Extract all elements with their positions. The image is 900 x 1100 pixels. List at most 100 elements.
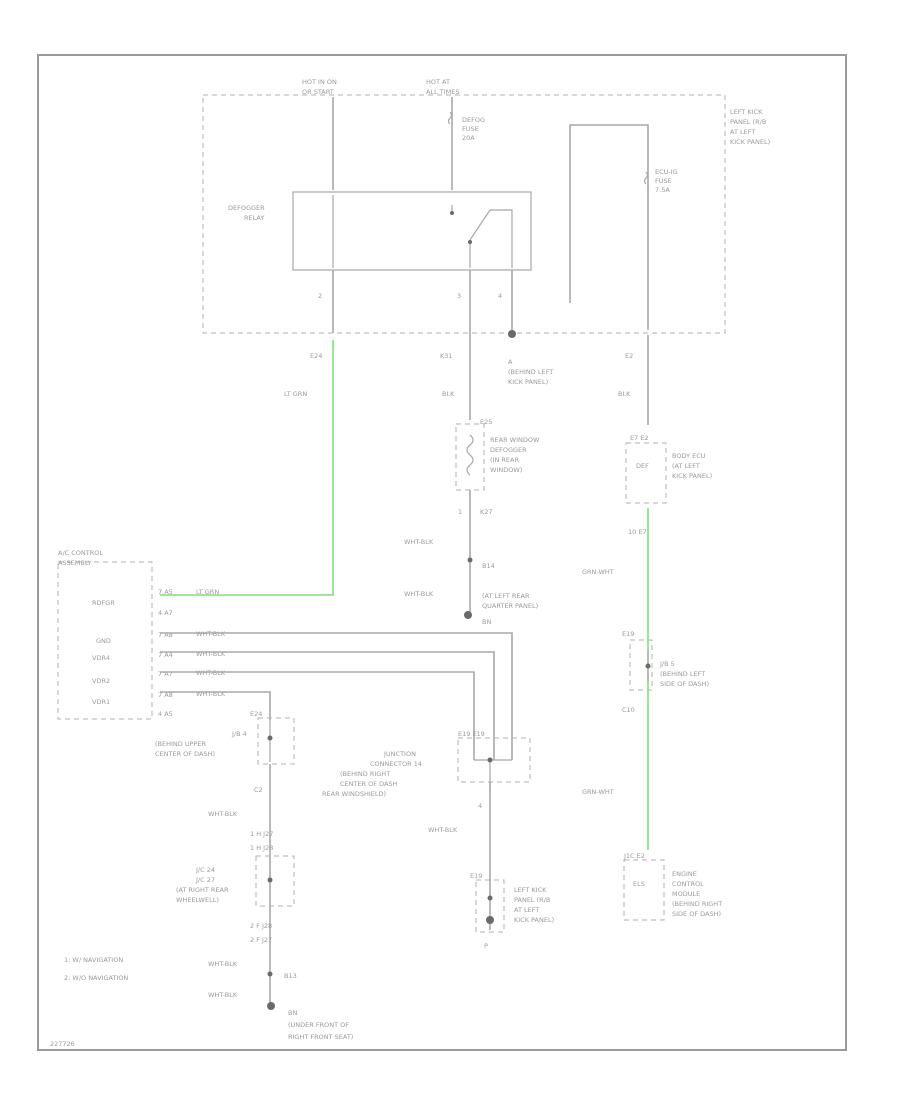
jc-row-3: 2 F J28 — [250, 922, 272, 930]
left-kick-conn: E19 — [470, 872, 482, 880]
body-ecu-inner: DEF — [636, 462, 649, 470]
jb5-dot — [645, 663, 651, 669]
rear-defogger-element — [466, 434, 474, 476]
ac-wire-vdr2: WHT-BLK — [196, 669, 226, 677]
ac-wire-vdr4: WHT-BLK — [196, 650, 226, 658]
relay-switch — [451, 205, 513, 268]
defogger-conn: E25 — [480, 418, 492, 426]
blk-label-1: BLK — [442, 390, 455, 398]
ac-sig-vdr1: VDR1 — [92, 698, 110, 706]
ecm-inner: ELS — [633, 880, 645, 888]
diagram-frame — [37, 54, 847, 1051]
ac-pin-a5: 7 A5 — [158, 588, 173, 596]
jb5-box — [629, 639, 653, 691]
splice-b13 — [267, 971, 273, 977]
junction-dot — [487, 757, 493, 763]
ground-b14-dot — [464, 611, 472, 619]
left-kick-box — [475, 879, 505, 933]
splice-b14 — [467, 557, 473, 563]
jb5-conn2: C10 — [622, 706, 635, 714]
jb4-dot — [267, 735, 273, 741]
ecm-conn: J1C E2 — [623, 852, 645, 860]
conn-e2: E2 — [625, 352, 633, 360]
lt-grn-label: LT GRN — [284, 390, 307, 398]
pin-3: 3 — [457, 292, 461, 300]
pin-4: 4 — [498, 292, 502, 300]
blk-label-2: BLK — [618, 390, 631, 398]
rear-defogger-box — [455, 423, 485, 491]
defogger-relay-box — [292, 191, 532, 271]
ac-wire-gnd: WHT-BLK — [196, 630, 226, 638]
jb5-conn: E19 — [622, 630, 634, 638]
ac-sig-vdr2: VDR2 — [92, 677, 110, 685]
ecm-box — [623, 859, 665, 921]
relay-pivot-dot — [468, 240, 472, 244]
jb4-box — [257, 717, 295, 765]
relay-contact-dot — [450, 211, 454, 215]
wire-ac-gnd — [160, 632, 513, 760]
b13-conn: B13 — [284, 972, 297, 980]
junction-pin: 4 — [478, 802, 482, 810]
b14-conn: B14 — [482, 562, 495, 570]
ac-pin-a4: 7 A4 — [158, 651, 173, 659]
grn-wht-label-2: GRN-WHT — [582, 788, 614, 796]
ac-control-box — [57, 561, 153, 720]
left-kick-dot-1 — [487, 895, 493, 901]
wht-blk-label-2: WHT-BLK — [404, 590, 434, 598]
ac-wire-vdr1: WHT-BLK — [196, 690, 226, 698]
conn-k31: K31 — [440, 352, 453, 360]
body-ecu-box — [625, 442, 667, 504]
ac-pin-a8: 7 A8 — [158, 631, 173, 639]
jc-row-2: 1 H J28 — [250, 844, 273, 852]
wht-blk-label-6: WHT-BLK — [428, 826, 458, 834]
figure-id: 227726 — [50, 1040, 75, 1048]
junction-box — [457, 737, 531, 783]
jc-dot — [267, 877, 273, 883]
ac-sig-rdfgr: RDFGR — [92, 599, 115, 607]
left-kick-id: P — [484, 942, 488, 950]
defogger-pin1: 1 — [458, 508, 462, 516]
wire-ac-vdr1 — [160, 691, 271, 720]
wht-blk-label-4: WHT-BLK — [208, 960, 238, 968]
ac-pin-a5b: 4 A5 — [158, 710, 173, 718]
body-ecu-conn: E7 E2 — [630, 434, 649, 442]
ac-pin-a7b: 7 A7 — [158, 670, 173, 678]
wht-blk-label-3: WHT-BLK — [208, 810, 238, 818]
jb4-conn: E24 — [250, 710, 262, 718]
ground-a-dot — [508, 330, 516, 338]
ac-pin-a7: 4 A7 — [158, 609, 173, 617]
jc-box — [255, 855, 295, 907]
jc-row-4: 2 F J27 — [250, 936, 272, 944]
wire-lt-grn — [160, 340, 334, 596]
ground-bn-dot — [267, 1002, 275, 1010]
pin-2: 2 — [318, 292, 322, 300]
grn-wht-label-1: GRN-WHT — [582, 568, 614, 576]
fuse-ecu-symbol — [643, 171, 649, 185]
junction-internal — [474, 759, 512, 790]
conn-e24: E24 — [310, 352, 322, 360]
left-kick-dot-2 — [486, 916, 494, 924]
note-1: 1: W/ NAVIGATION — [64, 956, 123, 964]
ac-sig-gnd: GND — [96, 637, 111, 645]
fuse-box-boundary — [202, 94, 726, 334]
wht-blk-label-5: WHT-BLK — [208, 991, 238, 999]
ac-pin-a8b: 7 A8 — [158, 691, 173, 699]
defogger-conn2: K27 — [480, 508, 493, 516]
jb4-conn2: C2 — [254, 786, 263, 794]
wire-ac-vdr4 — [160, 651, 495, 760]
jc-row-1: 1 H J27 — [250, 830, 273, 838]
